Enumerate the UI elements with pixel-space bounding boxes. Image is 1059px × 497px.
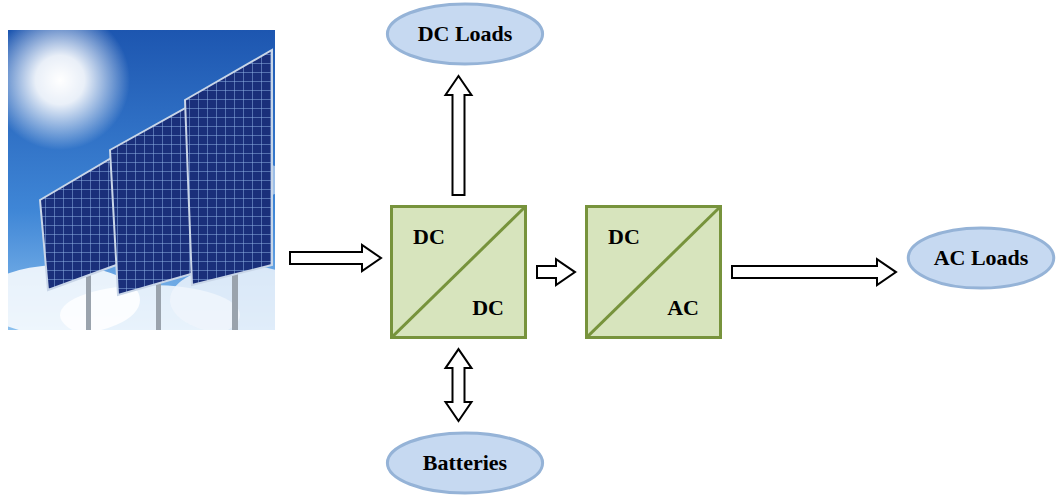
- node-label: DC: [472, 295, 504, 320]
- node-label: DC: [608, 224, 640, 249]
- bidirectional-arrow: [446, 349, 472, 421]
- load-ellipse: DC Loads: [385, 2, 545, 66]
- block-arrow: [446, 76, 472, 195]
- node-label: DC Loads: [418, 21, 513, 46]
- converter-box: DC DC: [390, 205, 527, 339]
- node-label: Batteries: [423, 450, 507, 475]
- input-arrow: [290, 245, 381, 271]
- photo: [8, 30, 275, 330]
- node-label: DC: [413, 224, 445, 249]
- diagonal-divider: [588, 208, 719, 336]
- node-label: AC Loads: [934, 245, 1029, 270]
- block-arrow: [732, 259, 896, 285]
- inverter-box: DC AC: [585, 205, 722, 339]
- diagonal-divider: [393, 208, 524, 336]
- node-label: AC: [667, 295, 699, 320]
- block-arrow: [537, 259, 575, 285]
- storage-ellipse: Batteries: [385, 431, 545, 495]
- load-ellipse: AC Loads: [906, 226, 1056, 290]
